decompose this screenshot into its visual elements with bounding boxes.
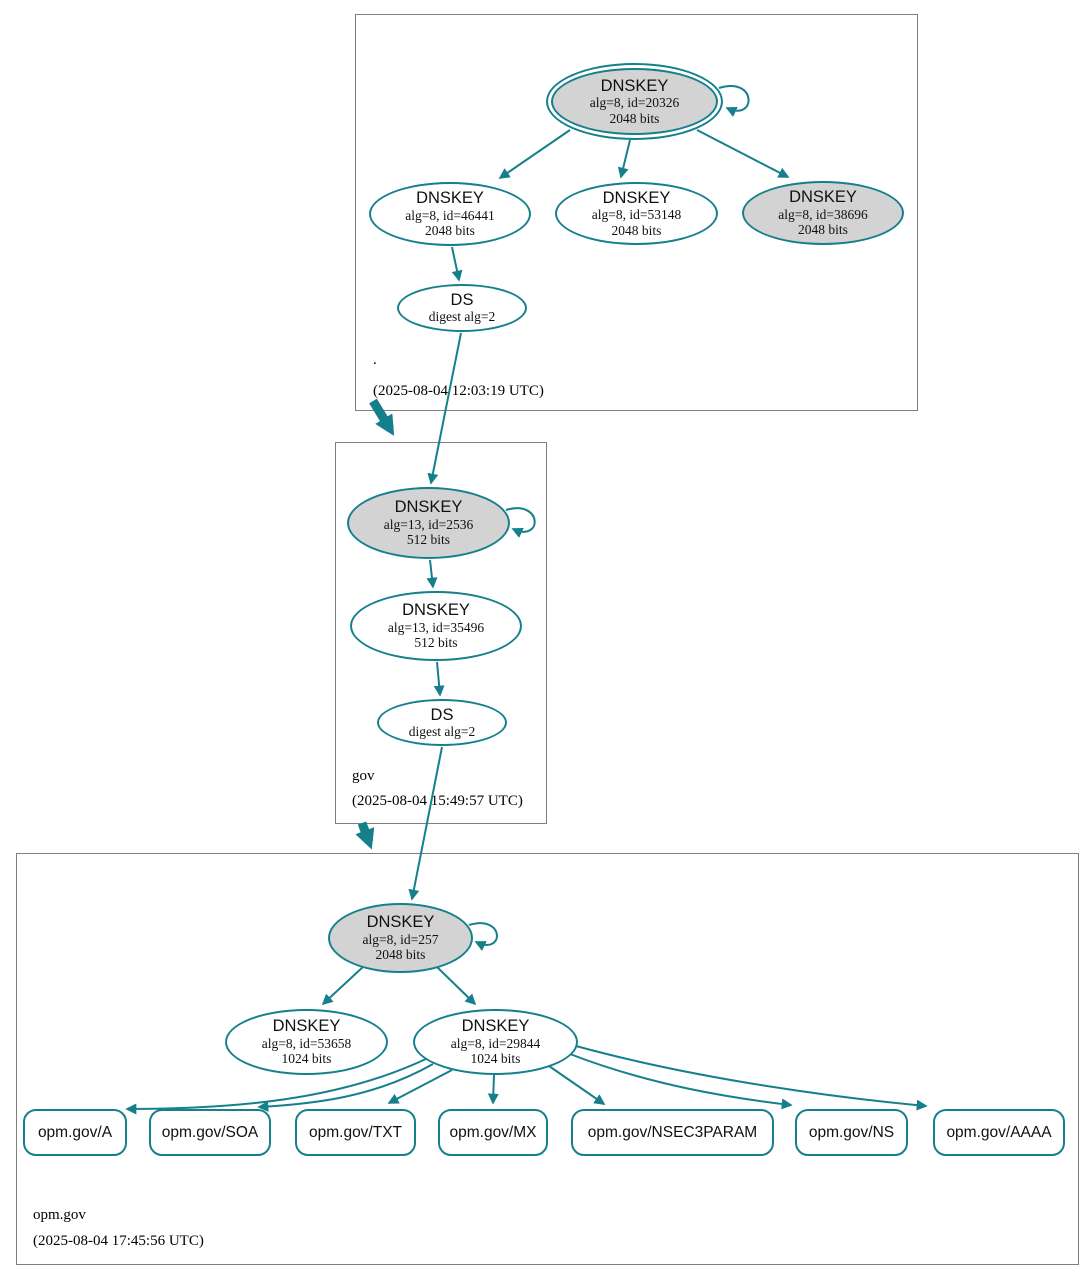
zone-timestamp-gov: (2025-08-04 15:49:57 UTC)	[352, 793, 523, 809]
node-title: DS	[430, 705, 454, 724]
dnskey-node-opm-ksk[interactable]: DNSKEY alg=8, id=257 2048 bits	[328, 903, 473, 973]
zone-timestamp-opm-gov: (2025-08-04 17:45:56 UTC)	[33, 1233, 204, 1249]
node-bits: 2048 bits	[425, 223, 475, 239]
zone-label-opm-gov: opm.gov	[33, 1207, 86, 1223]
rrset-box-opm-gov-nsec3param[interactable]: opm.gov/NSEC3PARAM	[571, 1109, 774, 1156]
node-detail: alg=8, id=20326	[589, 95, 680, 111]
ds-node-root[interactable]: DS digest alg=2	[397, 284, 527, 332]
ksk-double-ring	[551, 68, 718, 135]
node-bits: 2048 bits	[375, 947, 426, 963]
node-detail: alg=13, id=2536	[383, 516, 474, 532]
node-detail: alg=8, id=29844	[450, 1035, 541, 1051]
node-bits: 512 bits	[414, 635, 458, 651]
node-bits: 2048 bits	[611, 222, 662, 238]
node-title: DNSKEY	[394, 498, 463, 517]
dnskey-node-gov-ksk[interactable]: DNSKEY alg=13, id=2536 512 bits	[347, 487, 510, 559]
node-title: DNSKEY	[366, 913, 435, 932]
node-bits: 2048 bits	[609, 110, 660, 126]
zone-label-gov: gov	[352, 768, 375, 784]
rrset-box-opm-gov-txt[interactable]: opm.gov/TXT	[295, 1109, 416, 1156]
node-title: DNSKEY	[416, 189, 484, 208]
node-detail: alg=13, id=35496	[387, 619, 485, 635]
node-title: DNSKEY	[600, 76, 669, 95]
zone-timestamp-root: (2025-08-04 12:03:19 UTC)	[373, 383, 544, 399]
rrset-box-opm-gov-mx[interactable]: opm.gov/MX	[438, 1109, 548, 1156]
node-title: DNSKEY	[789, 188, 857, 207]
node-title: DNSKEY	[461, 1017, 530, 1036]
dnskey-node-opm-53658[interactable]: DNSKEY alg=8, id=53658 1024 bits	[225, 1009, 388, 1075]
dnskey-node-root-38696[interactable]: DNSKEY alg=8, id=38696 2048 bits	[742, 181, 904, 245]
node-detail: digest alg=2	[428, 309, 496, 325]
node-detail: digest alg=2	[408, 723, 476, 739]
dnskey-node-root-ksk[interactable]: DNSKEY alg=8, id=20326 2048 bits	[546, 63, 723, 140]
rrset-box-opm-gov-soa[interactable]: opm.gov/SOA	[149, 1109, 271, 1156]
node-detail: alg=8, id=257	[362, 931, 439, 947]
node-detail: alg=8, id=46441	[405, 207, 495, 223]
node-title: DNSKEY	[602, 188, 671, 207]
ds-node-gov[interactable]: DS digest alg=2	[377, 699, 507, 746]
dnskey-node-root-46441[interactable]: DNSKEY alg=8, id=46441 2048 bits	[369, 182, 531, 246]
dnskey-node-opm-29844[interactable]: DNSKEY alg=8, id=29844 1024 bits	[413, 1009, 578, 1075]
rrset-box-opm-gov-ns[interactable]: opm.gov/NS	[795, 1109, 908, 1156]
node-detail: alg=8, id=53148	[591, 207, 682, 223]
dnskey-node-root-53148[interactable]: DNSKEY alg=8, id=53148 2048 bits	[555, 182, 718, 245]
node-title: DNSKEY	[402, 601, 470, 620]
dnskey-node-gov-35496[interactable]: DNSKEY alg=13, id=35496 512 bits	[350, 591, 522, 661]
node-bits: 512 bits	[406, 532, 451, 548]
rrset-box-opm-gov-a[interactable]: opm.gov/A	[23, 1109, 127, 1156]
node-bits: 2048 bits	[798, 222, 848, 238]
rrset-box-opm-gov-aaaa[interactable]: opm.gov/AAAA	[933, 1109, 1065, 1156]
node-bits: 1024 bits	[470, 1051, 521, 1067]
node-detail: alg=8, id=38696	[778, 206, 868, 222]
node-detail: alg=8, id=53658	[261, 1035, 352, 1051]
node-bits: 1024 bits	[281, 1051, 332, 1067]
zone-label-root: .	[373, 352, 377, 368]
node-title: DNSKEY	[272, 1017, 341, 1036]
node-title: DS	[450, 291, 474, 310]
